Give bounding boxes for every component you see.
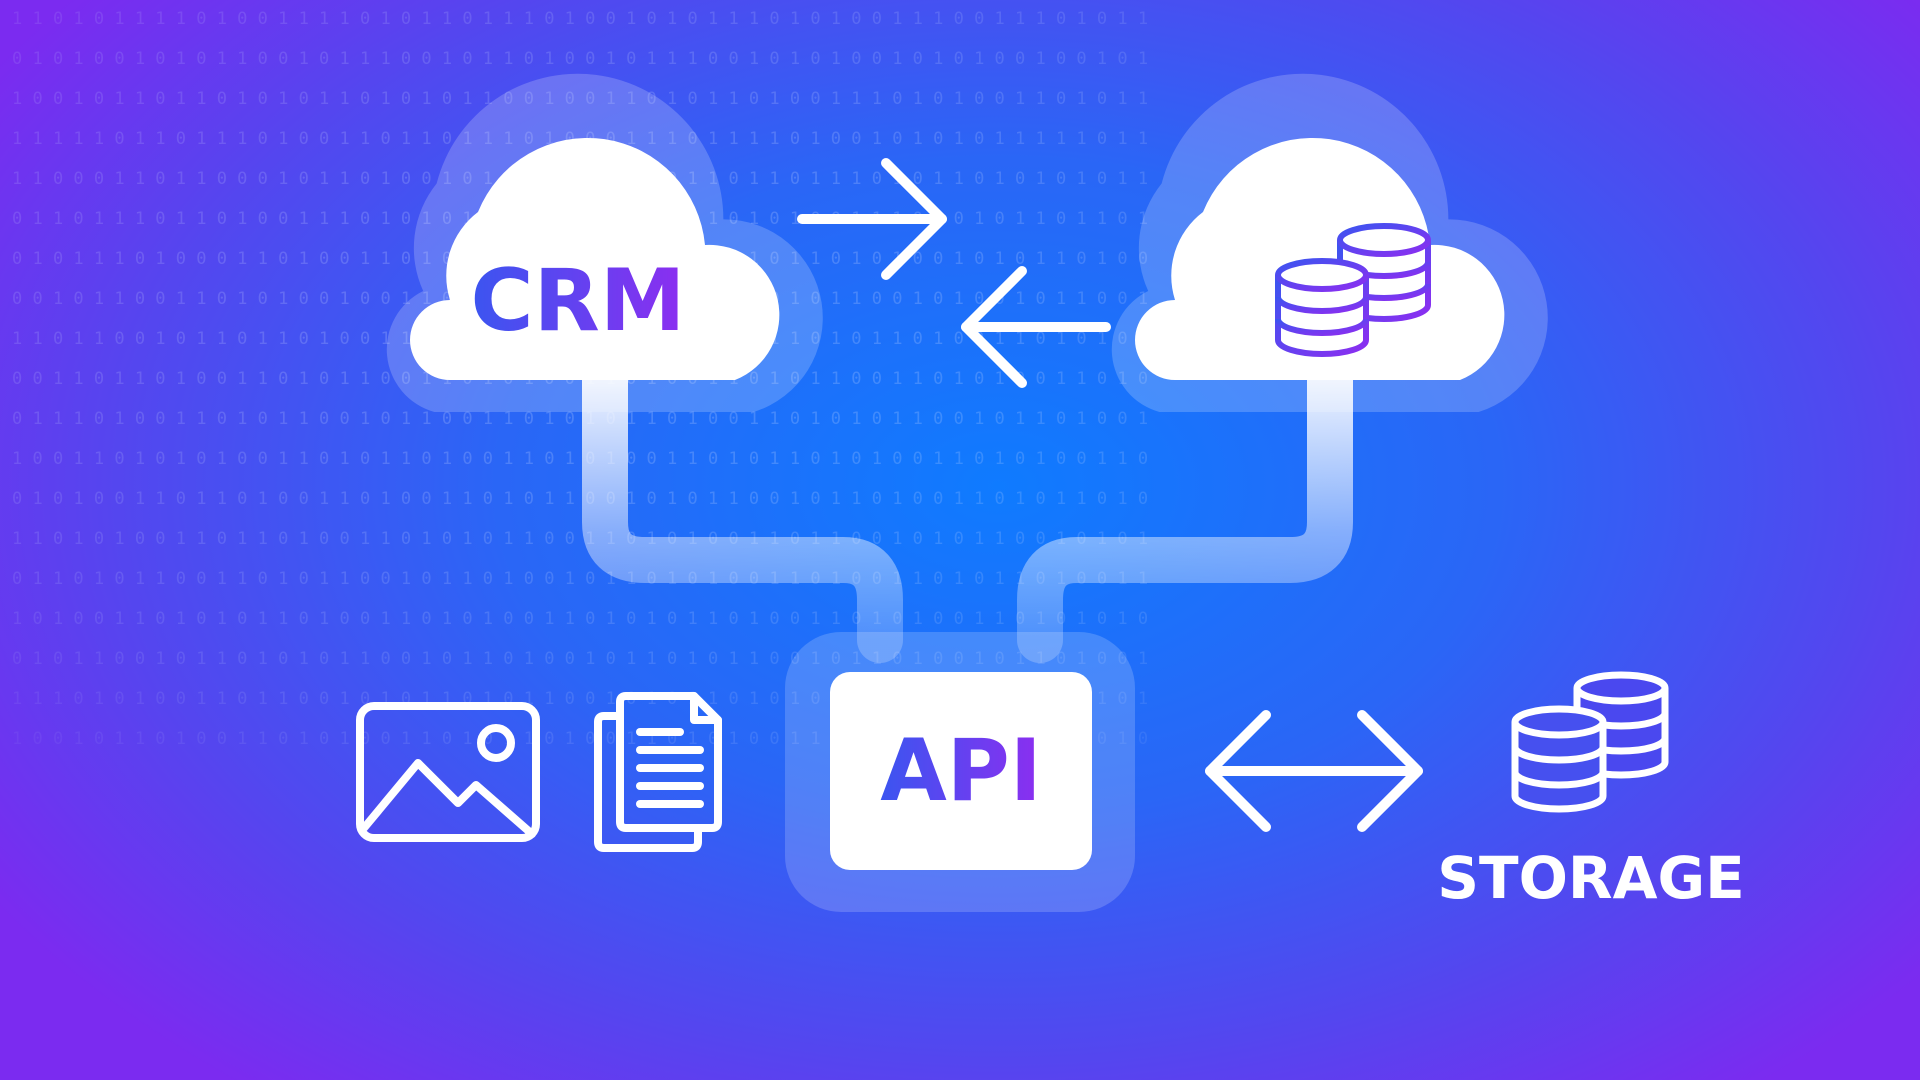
storage-stack-front [1511,705,1607,813]
arrow-left-icon [961,266,1111,388]
database-stack-front [1275,258,1369,357]
crm-cloud-shape [410,137,780,380]
api-label: API [880,721,1042,821]
arrow-left-right-icon [1205,710,1423,832]
crm-cloud: CRM [386,73,823,412]
pipe-crm-to-api [582,347,903,663]
database-icon [1511,671,1669,813]
arrow-right-icon [797,158,947,280]
database-cloud [1111,73,1548,412]
sync-arrows [797,158,1111,388]
database-icon [1275,223,1431,357]
pipe-database-to-api [1017,347,1353,663]
documents-icon [594,692,722,852]
api-card [830,672,1092,870]
api-node: API [785,632,1135,912]
image-icon [356,702,540,842]
storage-node: STORAGE [1437,671,1745,912]
storage-label: STORAGE [1437,844,1744,912]
connector-pipes [582,347,1353,663]
crm-label: CRM [471,251,686,351]
